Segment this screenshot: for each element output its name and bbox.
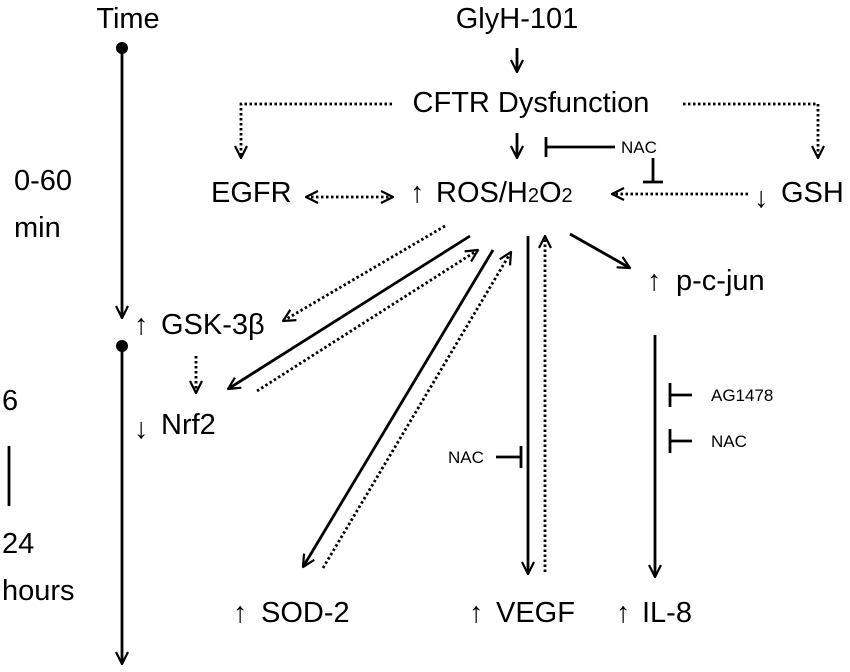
node-ros-h2o2: ROS/H2O2	[436, 177, 573, 209]
node-nrf2: Nrf2	[161, 409, 216, 441]
down-arrow-gsh: ↓	[754, 182, 769, 214]
node-gsh: GSH	[781, 177, 844, 209]
node-cftr-dysfunction: CFTR Dysfunction	[413, 87, 650, 119]
arrow-ros-to-gsk	[283, 224, 446, 321]
time-late-line2: 24	[2, 528, 34, 560]
arrow-sod2-to-ros	[321, 252, 511, 569]
ros-prefix: ROS/H	[436, 177, 528, 209]
node-p-c-jun: p-c-jun	[676, 265, 765, 297]
arrow-ros-to-pcjun	[569, 232, 630, 270]
inhibitor-nac-ros: NAC	[621, 138, 657, 157]
up-arrow-vegf: ↑	[469, 597, 484, 629]
up-arrow-pcjun: ↑	[647, 265, 662, 297]
time-late-line1: 6	[2, 385, 18, 417]
arrow-ros-to-nrf2	[228, 234, 471, 389]
node-il-8: IL-8	[642, 597, 692, 629]
node-vegf: VEGF	[496, 597, 575, 629]
inhibitor-nac-il8: NAC	[711, 432, 747, 451]
ros-sub1: 2	[528, 185, 539, 207]
ros-mid: O	[539, 177, 562, 209]
up-arrow-ros: ↑	[410, 177, 425, 209]
arrow-cftr-to-egfr	[241, 102, 392, 158]
node-glyh-101: GlyH-101	[456, 3, 579, 35]
arrow-ros-to-sod2	[303, 249, 495, 567]
time-label: Time	[96, 3, 159, 35]
node-sod-2: SOD-2	[261, 597, 350, 629]
ros-sub2: 2	[562, 185, 573, 207]
up-arrow-il8: ↑	[616, 597, 631, 629]
time-early-line2: min	[14, 212, 61, 244]
down-arrow-nrf2: ↓	[134, 413, 149, 445]
up-arrow-sod2: ↑	[233, 597, 248, 629]
node-egfr: EGFR	[211, 177, 292, 209]
node-gsk-3b: GSK-3β	[161, 309, 265, 341]
arrow-cftr-to-gsh	[683, 102, 818, 158]
time-late-line3: hours	[2, 575, 75, 607]
time-early-line1: 0-60	[14, 165, 72, 197]
inhibitor-nac-vegf: NAC	[448, 448, 484, 467]
arrow-nrf2-to-ros	[256, 250, 478, 393]
inhibitor-ag1478: AG1478	[711, 386, 773, 405]
up-arrow-gsk: ↑	[134, 309, 149, 341]
